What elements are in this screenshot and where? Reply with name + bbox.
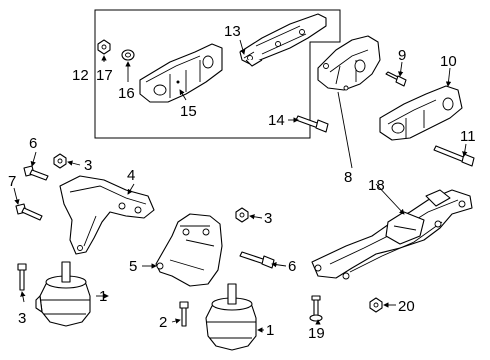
callout-11: 11 [460,128,476,145]
part-9-bolt [385,71,407,87]
part-5-bracket [155,213,223,287]
callout-9: 9 [398,47,406,64]
part-11-bolt [433,145,475,167]
part-1-mount-right [205,283,257,351]
part-8-mount [317,35,381,91]
callout-18: 18 [368,177,385,194]
callout-3-mid: 3 [264,210,272,227]
callout-16: 16 [118,85,135,102]
callout-3-top: 3 [84,157,92,174]
part-1-mount-left [35,261,91,327]
part-17-nut [97,39,111,55]
part-13-bracket [239,13,327,67]
callout-17: 17 [96,67,113,84]
callout-1-right: 1 [266,322,274,339]
part-20-nut [369,297,383,313]
part-19-stud [309,295,323,322]
part-15-mount [139,43,223,103]
callout-13: 13 [224,23,241,40]
part-4-bracket [59,175,155,255]
callout-19: 19 [308,325,325,342]
callout-6-top: 6 [29,135,37,152]
part-3-bolt-bottom [17,263,27,291]
callout-5: 5 [129,258,137,275]
callout-7: 7 [8,173,16,190]
part-3-nut-mid [235,207,249,223]
callout-3-bottom: 3 [18,310,26,327]
callout-1-left: 1 [99,288,107,305]
part-2-bolt [179,301,189,327]
callout-2: 2 [159,314,167,331]
callout-8: 8 [344,169,352,186]
part-16-washer [121,49,135,61]
callout-14: 14 [268,112,285,129]
part-7-bolt [15,203,43,221]
callout-12: 12 [72,67,89,84]
callout-6-lower: 6 [288,258,296,275]
inset-frame [94,9,341,139]
part-6-bolt-lower [239,251,275,269]
callout-15: 15 [180,103,197,120]
callout-10: 10 [440,53,457,70]
part-18-crossmember [311,189,473,280]
part-14-bolt [295,115,329,133]
part-6-bolt-top [23,165,49,181]
part-3-nut-top [53,153,67,169]
callout-4: 4 [127,167,135,184]
leader-lines [13,39,468,333]
part-10-mount [379,85,463,141]
callout-20: 20 [398,298,415,315]
